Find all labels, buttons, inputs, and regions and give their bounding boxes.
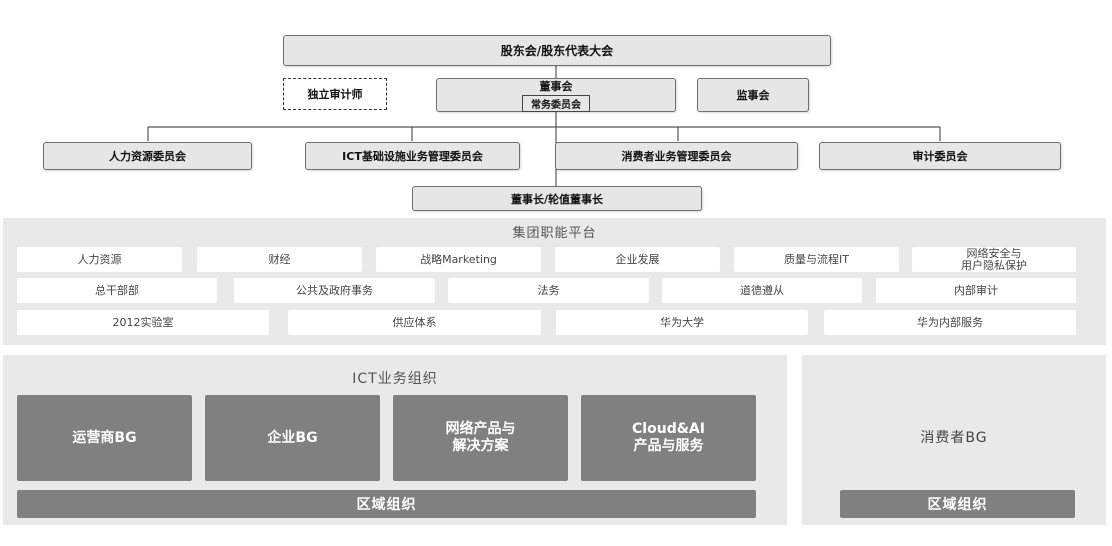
platform-cell-ethics-compliance: 道德遵从 bbox=[662, 278, 862, 303]
carrier-bg-block: 运营商BG bbox=[17, 395, 192, 481]
consumer-bg-label: 消费者BG bbox=[920, 430, 988, 446]
platform-cell-strategy-marketing: 战略Marketing bbox=[376, 247, 541, 272]
platform-cell-legal: 法务 bbox=[448, 278, 649, 303]
platform-cell-internal-audit: 内部审计 bbox=[876, 278, 1076, 303]
platform-cell-cybersecurity-privacy: 网络安全与 用户隐私保护 bbox=[912, 247, 1076, 272]
executive-committee-label: 常务委员会 bbox=[522, 95, 590, 112]
committee-box-consumer: 消费者业务管理委员会 bbox=[555, 142, 798, 170]
platform-cell-internal-services: 华为内部服务 bbox=[824, 310, 1076, 335]
platform-cell-huawei-university: 华为大学 bbox=[556, 310, 808, 335]
ict-region-bar: 区域组织 bbox=[17, 490, 756, 518]
platform-cell-corporate-development: 企业发展 bbox=[555, 247, 720, 272]
enterprise-bg-block: 企业BG bbox=[205, 395, 380, 481]
supervisory-board-box: 监事会 bbox=[697, 78, 809, 112]
platform-cell-supply-chain: 供应体系 bbox=[288, 310, 541, 335]
board-box: 董事会 常务委员会 bbox=[436, 78, 676, 112]
independent-auditor-box: 独立审计师 bbox=[283, 78, 387, 110]
cloud-ai-block: Cloud&AI 产品与服务 bbox=[581, 395, 756, 481]
shareholders-meeting-box: 股东会/股东代表大会 bbox=[283, 35, 831, 66]
platform-cell-finance: 财经 bbox=[197, 247, 362, 272]
platform-cell-public-affairs: 公共及政府事务 bbox=[234, 278, 435, 303]
platform-cell-cadre: 总干部部 bbox=[17, 278, 217, 303]
functional-platform-title: 集团职能平台 bbox=[512, 225, 597, 241]
committee-box-audit: 审计委员会 bbox=[819, 142, 1061, 170]
ict-business-title: ICT业务组织 bbox=[352, 371, 438, 387]
consumer-region-bar: 区域组织 bbox=[840, 490, 1075, 518]
platform-cell-hr: 人力资源 bbox=[17, 247, 182, 272]
board-label: 董事会 bbox=[539, 80, 573, 93]
committee-box-ict: ICT基础设施业务管理委员会 bbox=[305, 142, 520, 170]
network-products-block: 网络产品与 解决方案 bbox=[393, 395, 568, 481]
platform-cell-quality-process-it: 质量与流程IT bbox=[734, 247, 899, 272]
chairman-box: 董事长/轮值董事长 bbox=[412, 186, 702, 211]
committee-box-hr: 人力资源委员会 bbox=[43, 142, 252, 170]
platform-cell-2012-labs: 2012实验室 bbox=[17, 310, 269, 335]
